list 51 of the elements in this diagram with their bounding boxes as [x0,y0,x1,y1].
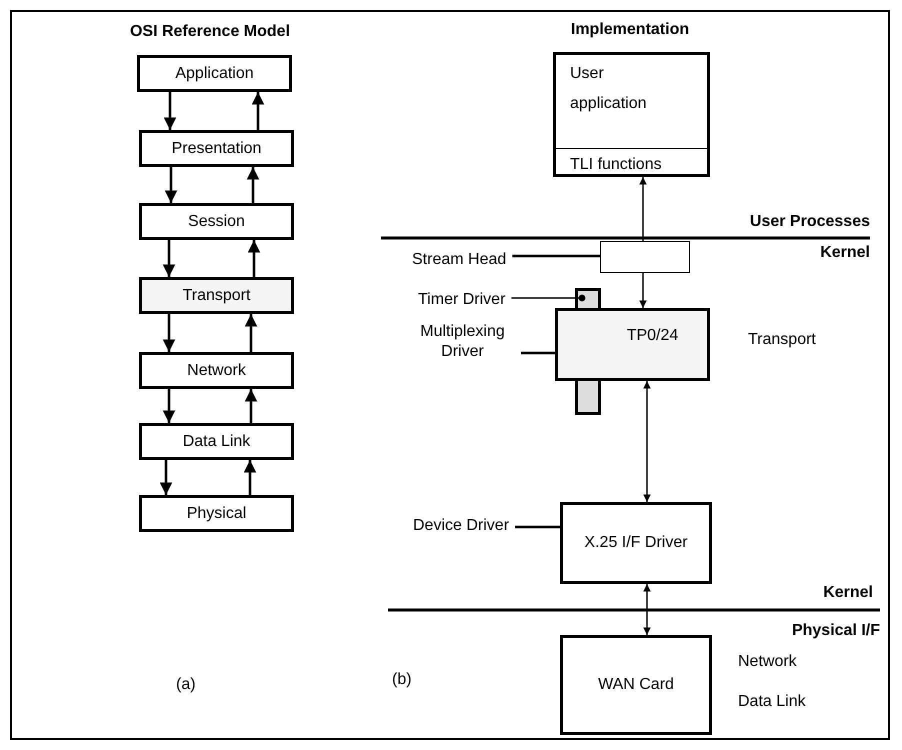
stream-head-box [600,241,690,273]
callout-text: Multiplexing Driver [410,322,515,364]
arrow [639,273,647,308]
side-label: Transport [748,330,816,350]
box-text: TLI functions [570,155,663,175]
arrow [252,92,264,130]
column-heading: Implementation [570,20,690,40]
panel-label: (a) [176,675,197,695]
driver-bar [575,288,601,308]
leader-line [511,294,586,302]
arrow [160,460,172,495]
process-box: Presentation [139,130,294,167]
side-label: Data Link [738,692,806,712]
leader-line [512,254,600,258]
callout-text: Stream Head [412,250,506,270]
arrow [162,240,176,277]
process-box: Session [139,203,294,240]
box-text: User application [570,64,648,114]
process-box: Application [137,55,292,92]
arrow [639,177,647,241]
callout-text: Device Driver [413,516,510,536]
driver-bar [575,381,601,415]
process-box: X.25 I/F Driver [560,502,712,584]
layer-label: Kernel [819,243,870,263]
arrow [643,584,651,635]
side-label: Network [738,652,797,672]
process-box: Transport [139,277,294,314]
process-box: TP0/24 [555,308,710,381]
callout-text: Timer Driver [418,290,506,310]
column-heading: OSI Reference Model [128,22,292,42]
arrow [244,389,258,423]
process-box: Physical [139,495,294,532]
process-box: Data Link [139,423,294,460]
layer-label: Kernel [822,583,873,603]
process-box: WAN Card [560,635,712,735]
arrow [162,389,176,423]
arrow [248,240,260,277]
layer-label: User Processes [748,212,870,232]
arrow [244,460,256,495]
process-box [553,52,710,177]
panel-label: (b) [392,670,413,690]
arrow [164,167,178,203]
leader-line [521,352,555,354]
leader-line [515,526,560,528]
arrow [246,167,260,203]
arrow [244,314,258,352]
layer-label: Physical I/F [790,621,880,641]
arrow [643,381,651,502]
process-box: Network [139,352,294,389]
arrow [162,314,176,352]
arrow [164,92,176,130]
